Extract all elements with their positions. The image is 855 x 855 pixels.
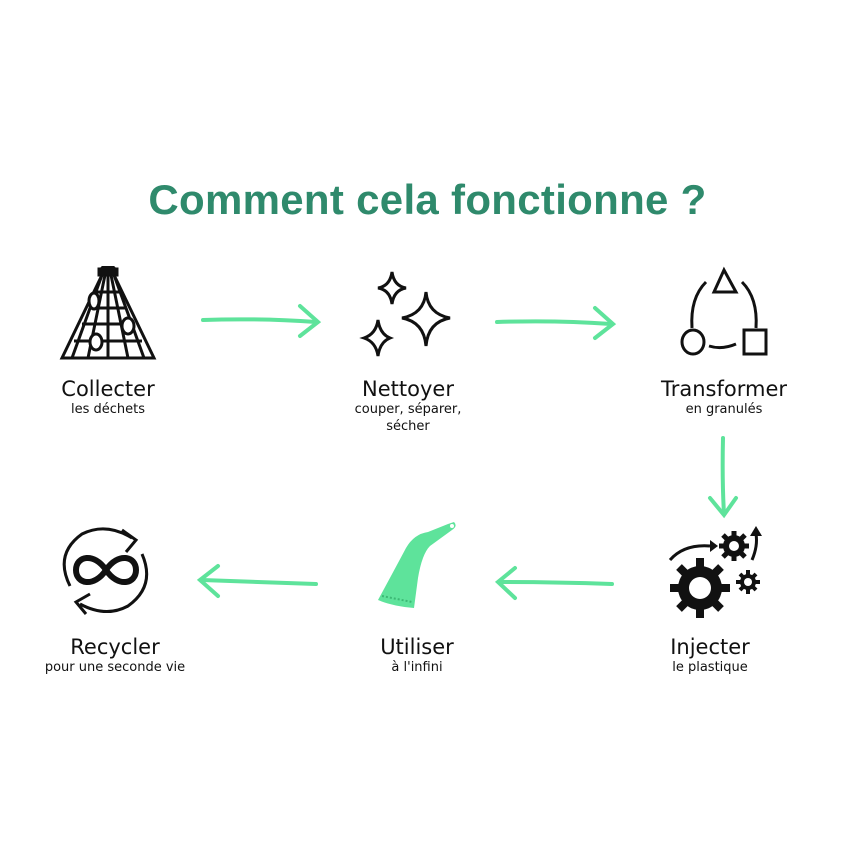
step-collecter: Collecter les déchets	[0, 377, 228, 418]
sparkles-icon	[358, 268, 458, 358]
ice-scraper-icon	[372, 518, 462, 610]
arrow-right-icon	[201, 304, 322, 338]
shapes-cycle-icon	[676, 266, 776, 360]
step-name: Recycler	[70, 635, 160, 659]
arrow-right-icon	[495, 306, 617, 340]
gears-icon	[664, 526, 768, 622]
step-name: Nettoyer	[362, 377, 454, 401]
infinity-recycle-icon	[56, 524, 156, 616]
step-subtitle: les déchets	[70, 402, 146, 417]
step-transformer: Transformer en granulés	[604, 377, 844, 418]
step-subtitle: en granulés	[685, 402, 763, 417]
page-title: Comment cela fonctionne ?	[148, 176, 707, 223]
step-subtitle: le plastique	[672, 660, 748, 675]
step-name: Transformer	[660, 377, 787, 401]
arrow-left-icon	[196, 564, 318, 598]
step-injecter: Injecter le plastique	[590, 635, 830, 676]
step-subtitle: pour une seconde vie	[44, 660, 186, 675]
step-subtitle: couper, séparer, sécher	[354, 402, 462, 434]
step-nettoyer: Nettoyer couper, séparer, sécher	[288, 377, 528, 435]
arrow-down-icon	[708, 436, 738, 519]
step-recycler: Recycler pour une seconde vie	[0, 635, 235, 676]
step-name: Utiliser	[380, 635, 454, 659]
fishing-net-icon	[58, 266, 158, 362]
step-subtitle: à l'infini	[391, 660, 443, 675]
step-name: Injecter	[670, 635, 750, 659]
step-name: Collecter	[61, 377, 155, 401]
arrow-left-icon	[494, 566, 614, 600]
step-utiliser: Utiliser à l'infini	[297, 635, 537, 676]
